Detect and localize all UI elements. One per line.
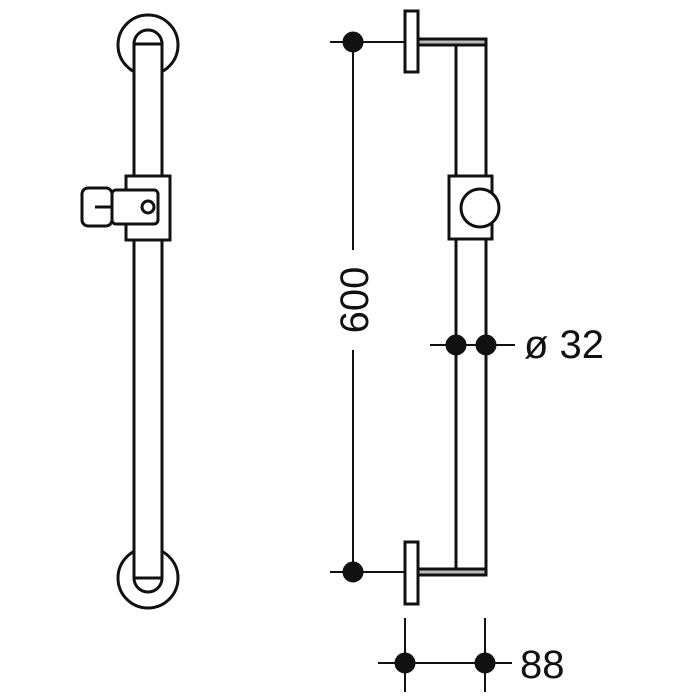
side-view <box>330 9 515 692</box>
slide-bar <box>132 42 164 580</box>
dim-dot-32-right <box>475 334 497 356</box>
holder-hole <box>140 199 156 215</box>
dim-label-diameter: ø 32 <box>524 323 604 367</box>
holder-clamp <box>110 188 160 226</box>
dim-label-88: 88 <box>520 643 565 687</box>
dim-dot-88-left <box>394 652 416 674</box>
bottom-cap <box>132 576 164 594</box>
dim-dot-88-right <box>474 652 496 674</box>
dim-dot-bottom <box>342 561 364 583</box>
bottom-arm <box>416 567 488 577</box>
dim-dot-32-left <box>445 334 467 356</box>
side-holder-knob <box>459 187 501 229</box>
top-wall-flange <box>403 9 420 74</box>
top-arm <box>416 37 488 47</box>
top-cap <box>132 28 164 46</box>
dim-label-600: 600 <box>333 267 377 334</box>
dim-dot-top <box>342 31 364 53</box>
front-view <box>80 13 180 610</box>
bottom-wall-flange <box>403 540 420 606</box>
